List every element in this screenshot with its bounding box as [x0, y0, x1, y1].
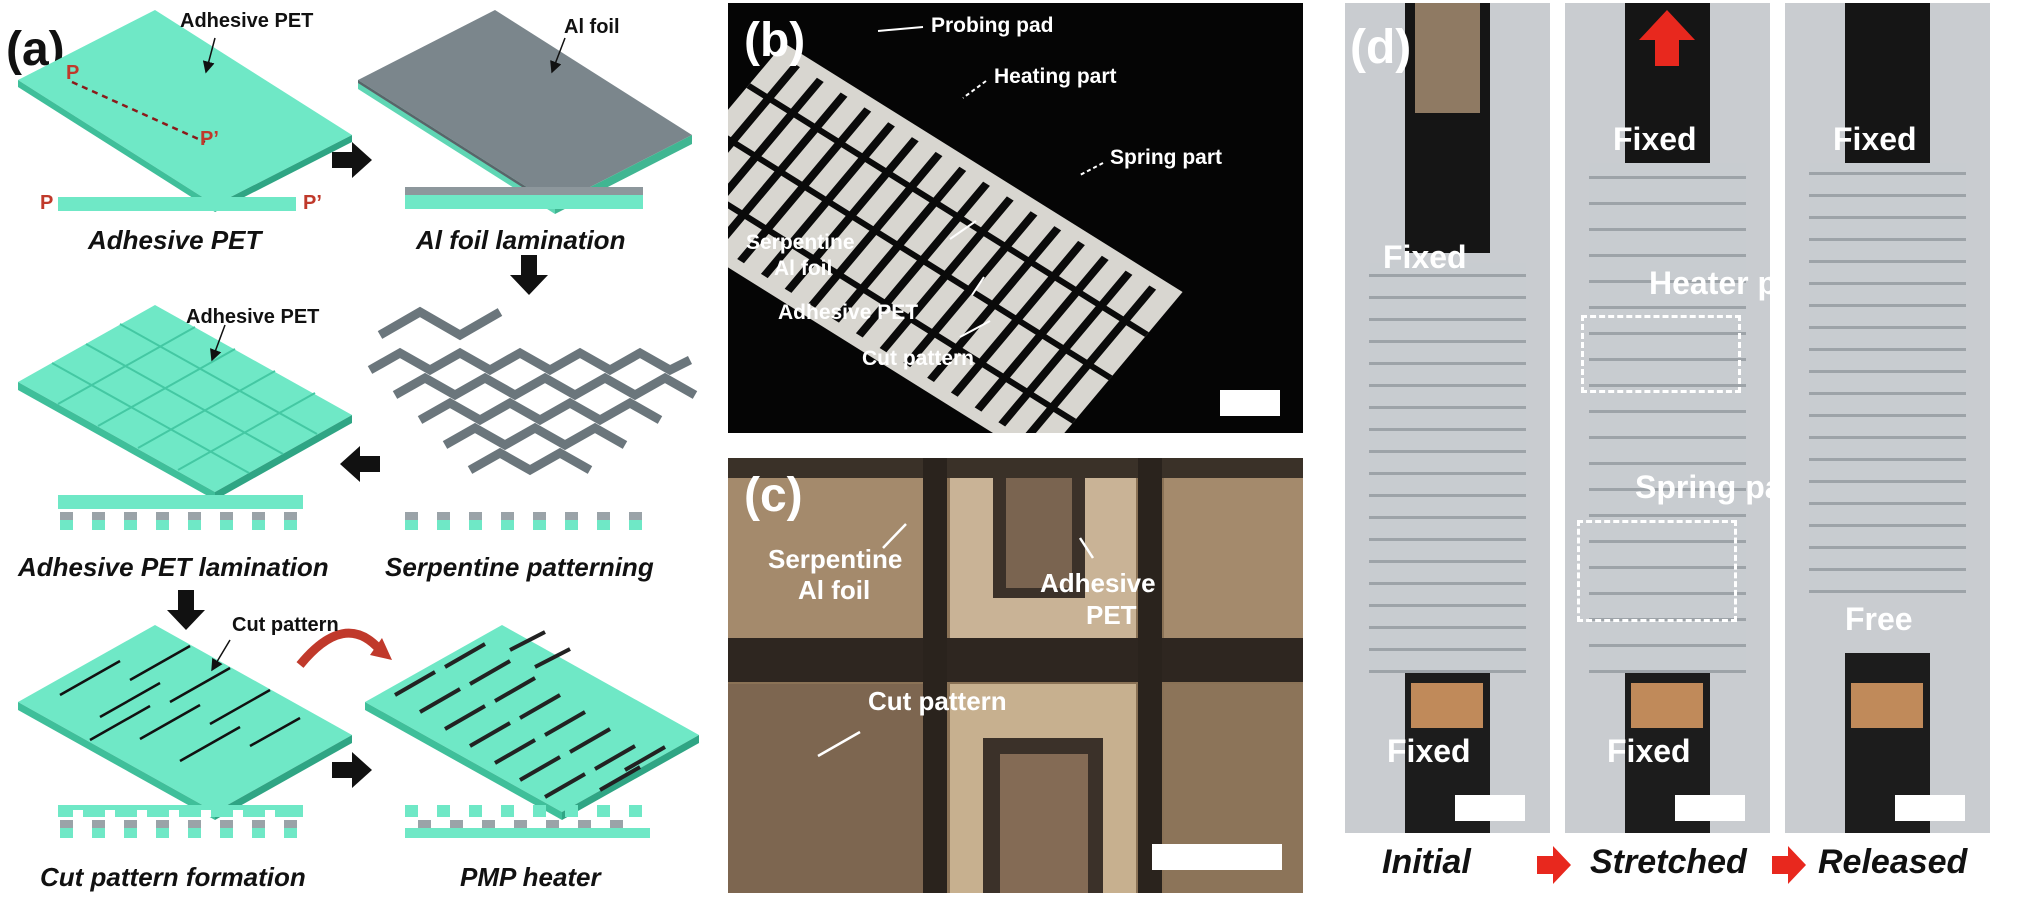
- panel-b-letter: (b): [744, 14, 806, 67]
- panel-c-adhesive-label-1: Adhesive: [1040, 568, 1156, 598]
- panel-b-photo: (b) Probing pad Heating part Spring part…: [728, 3, 1303, 433]
- step3-cross-section: [58, 495, 303, 530]
- panel-d-stretched-caption: Stretched: [1590, 843, 1747, 881]
- panel-b-serpentine-label-2: Al foil: [774, 257, 833, 280]
- panel-b-adhesive-pet-label: Adhesive PET: [778, 301, 919, 324]
- step6-sheet: [365, 625, 699, 820]
- step3-caption: Adhesive PET lamination: [18, 552, 329, 582]
- panel-b-heating-part-label: Heating part: [994, 65, 1117, 88]
- step2-cross-section: [405, 187, 643, 209]
- stretched-heater-box: [1581, 315, 1741, 393]
- stretched-heater-strip: [1589, 163, 1746, 673]
- arrow-down-2: [167, 590, 205, 630]
- step1-top-label: Adhesive PET: [180, 10, 314, 32]
- panel-b-heater-image: [728, 26, 1183, 433]
- panel-c-cut-pattern-label: Cut pattern: [868, 686, 1007, 716]
- step1-p-prime-label: P’: [200, 128, 219, 150]
- arrow-right-2: [332, 752, 372, 788]
- panel-b-probing-pad-label: Probing pad: [931, 14, 1054, 37]
- panel-d-stretched-photo: Fixed Heater part Spring part Fixed: [1565, 3, 1770, 833]
- panel-b-serpentine-label-1: Serpentine: [746, 231, 855, 254]
- stretched-scale-bar: [1675, 795, 1745, 821]
- step1-cross-p: P: [40, 192, 54, 214]
- stretched-spring-label: Spring part: [1635, 469, 1770, 505]
- arrow-left-1: [340, 446, 380, 482]
- step5-top-label: Cut pattern: [232, 614, 339, 636]
- flow-arrow-icon-1: [1537, 846, 1571, 884]
- step6-caption: PMP heater: [460, 862, 601, 892]
- step5-caption: Cut pattern formation: [40, 862, 306, 892]
- stretched-spring-box: [1577, 520, 1737, 622]
- initial-copper-pad: [1411, 683, 1483, 728]
- step2-caption: Al foil lamination: [416, 225, 626, 255]
- panel-c-serpentine-label-2: Al foil: [798, 575, 871, 605]
- stretched-top-label: Fixed: [1613, 121, 1697, 157]
- step1-cross-p-prime: P’: [303, 192, 322, 214]
- stretched-up-arrow-icon: [1639, 10, 1695, 66]
- panel-d-released-caption: Released: [1818, 843, 1968, 881]
- stretched-bottom-label: Fixed: [1607, 733, 1691, 769]
- step1-caption: Adhesive PET: [88, 225, 262, 255]
- panel-b-scale-bar: [1220, 390, 1280, 416]
- flow-arrow-icon-2: [1772, 846, 1806, 884]
- panel-b-cut-pattern-label: Cut pattern: [862, 347, 974, 370]
- curved-red-arrow: [296, 628, 384, 668]
- initial-heater-strip: [1369, 263, 1526, 673]
- step1-p-label: P: [66, 62, 80, 84]
- panel-d-released-photo: Fixed Free: [1785, 3, 1990, 833]
- step2-sheet: [358, 10, 692, 214]
- initial-top-label: Fixed: [1383, 239, 1467, 275]
- panel-c-photo: (c) Serpentine Al foil Adhesive PET Cut …: [728, 458, 1303, 893]
- released-top-clamp: [1845, 3, 1930, 163]
- arrow-down-1: [510, 255, 548, 295]
- panel-a-illustration: [18, 10, 699, 838]
- stretched-copper-pad: [1631, 683, 1703, 728]
- released-top-label: Fixed: [1833, 121, 1917, 157]
- panel-d-initial-caption: Initial: [1382, 843, 1471, 881]
- step3-top-label: Adhesive PET: [186, 306, 320, 328]
- step5-cross-section: [58, 805, 303, 838]
- released-heater-strip: [1809, 163, 1966, 593]
- stretched-heater-label: Heater part: [1649, 265, 1770, 301]
- step5-sheet: [18, 625, 352, 820]
- initial-top-grip: [1415, 3, 1480, 113]
- released-bottom-label: Free: [1845, 601, 1913, 637]
- step4-cross-section: [405, 512, 642, 520]
- panel-b-spring-part-label: Spring part: [1110, 146, 1223, 169]
- step4-serpentine: [367, 306, 698, 476]
- step1-cross-section: [58, 197, 296, 211]
- panel-c-letter: (c): [744, 469, 803, 522]
- panel-c-micrograph: [728, 458, 1303, 893]
- step3-sheet: [18, 305, 352, 500]
- step2-top-label: Al foil: [564, 16, 620, 38]
- panel-c-scale-bar: [1152, 844, 1282, 870]
- released-scale-bar: [1895, 795, 1965, 821]
- panel-d-initial-photo: Fixed Fixed: [1345, 3, 1550, 833]
- released-copper-pad: [1851, 683, 1923, 728]
- step4-caption: Serpentine patterning: [385, 552, 654, 582]
- panel-c-serpentine-label-1: Serpentine: [768, 544, 903, 574]
- panel-c-adhesive-label-2: PET: [1086, 600, 1137, 630]
- step6-cross-section: [405, 805, 650, 838]
- panel-d-letter: (d): [1350, 21, 1412, 74]
- arrow-right-1: [332, 142, 372, 178]
- step1-sheet: [18, 10, 352, 212]
- initial-bottom-label: Fixed: [1387, 733, 1471, 769]
- initial-scale-bar: [1455, 795, 1525, 821]
